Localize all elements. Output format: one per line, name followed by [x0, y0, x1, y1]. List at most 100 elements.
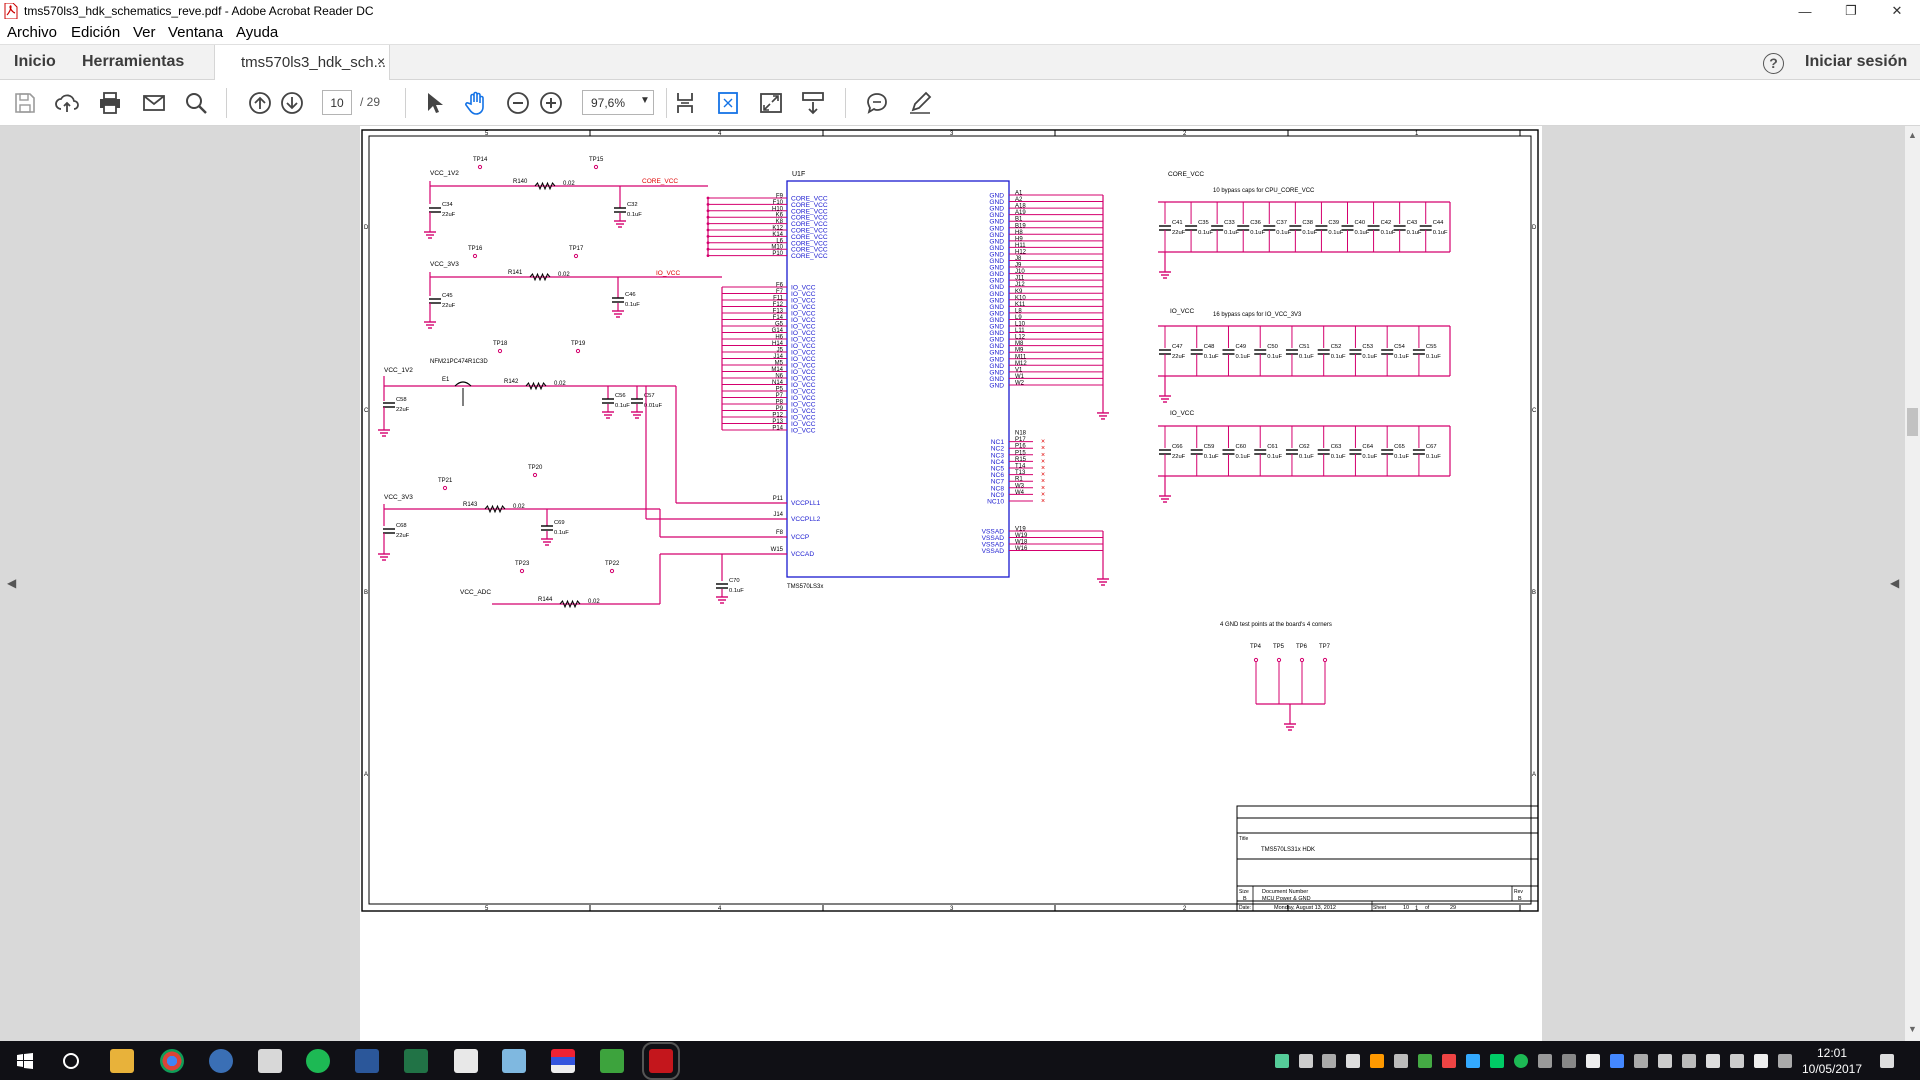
no-connect-mark: ×: [1041, 445, 1045, 452]
print-icon[interactable]: [97, 90, 123, 116]
help-icon[interactable]: ?: [1763, 53, 1784, 74]
windows-start-icon[interactable]: [17, 1053, 33, 1069]
volume-icon[interactable]: [1754, 1054, 1768, 1068]
tray-icon[interactable]: [1299, 1054, 1313, 1068]
pin-name: GND: [989, 350, 1004, 357]
tray-icon[interactable]: [1466, 1054, 1480, 1068]
email-icon[interactable]: [141, 90, 167, 116]
pin-name: CORE_VCC: [791, 240, 828, 247]
pin-number: P12: [772, 413, 783, 419]
pin-number: P10: [772, 251, 783, 257]
cap-ref: C39: [1328, 220, 1339, 226]
net-label: CORE_VCC: [642, 178, 678, 185]
notification-icon[interactable]: [1880, 1054, 1894, 1068]
cortana-search-icon[interactable]: [62, 1052, 80, 1070]
app-icon-green[interactable]: [600, 1049, 624, 1073]
sign-in-button[interactable]: Iniciar sesión: [1805, 53, 1908, 70]
save-icon[interactable]: [12, 90, 38, 116]
page-number-input[interactable]: [322, 90, 352, 115]
zoom-level-dropdown[interactable]: 97,6% ▼: [582, 90, 654, 115]
tray-icon[interactable]: [1418, 1054, 1432, 1068]
cap-ref: C62: [1299, 444, 1310, 450]
menu-ver[interactable]: Ver: [133, 24, 156, 41]
next-page-icon[interactable]: [279, 90, 305, 116]
cap-ref: C70: [729, 578, 740, 584]
tray-icon[interactable]: [1275, 1054, 1289, 1068]
excel-icon[interactable]: [404, 1049, 428, 1073]
tray-icon[interactable]: [1658, 1054, 1672, 1068]
display-icon[interactable]: [1706, 1054, 1720, 1068]
tray-icon[interactable]: [1514, 1054, 1528, 1068]
tray-icon[interactable]: [1394, 1054, 1408, 1068]
acrobat-taskbar-icon[interactable]: [642, 1042, 680, 1080]
tray-icon[interactable]: [1634, 1054, 1648, 1068]
tray-icon[interactable]: [1370, 1054, 1384, 1068]
resistor-ref: R141: [508, 270, 523, 276]
fit-width-icon[interactable]: [672, 90, 698, 116]
chrome-icon[interactable]: [160, 1049, 184, 1073]
full-screen-icon[interactable]: [758, 90, 784, 116]
cap-ref: C64: [1362, 444, 1373, 450]
select-cursor-icon[interactable]: [420, 90, 446, 116]
app-icon-flag[interactable]: [551, 1049, 575, 1073]
app-icon-calculator[interactable]: [454, 1049, 478, 1073]
left-panel-toggle[interactable]: ◀: [7, 576, 17, 590]
bluetooth-icon[interactable]: [1610, 1054, 1624, 1068]
pin-number: V1: [1015, 367, 1023, 373]
close-tab-button[interactable]: ×: [377, 53, 386, 69]
tab-document[interactable]: tms570ls3_hdk_sch... ×: [214, 45, 390, 81]
scroll-down-arrow[interactable]: ▼: [1908, 1024, 1917, 1034]
tray-icon[interactable]: [1586, 1054, 1600, 1068]
cap-ref: C52: [1331, 344, 1342, 350]
scrollbar-thumb[interactable]: [1907, 408, 1918, 436]
hand-tool-icon[interactable]: [463, 90, 489, 116]
fit-page-icon[interactable]: [715, 90, 741, 116]
scroll-up-arrow[interactable]: ▲: [1908, 130, 1917, 140]
zoom-in-icon[interactable]: [538, 90, 564, 116]
tray-icon[interactable]: [1562, 1054, 1576, 1068]
menu-ventana[interactable]: Ventana: [168, 24, 224, 41]
tab-document-label: tms570ls3_hdk_sch...: [241, 54, 387, 71]
app-icon-globe[interactable]: [209, 1049, 233, 1073]
tray-icon[interactable]: [1538, 1054, 1552, 1068]
word-icon[interactable]: [355, 1049, 379, 1073]
pin-number: L8: [1015, 308, 1022, 314]
zoom-out-icon[interactable]: [505, 90, 531, 116]
comment-icon[interactable]: [864, 90, 890, 116]
app-icon-box[interactable]: [258, 1049, 282, 1073]
previous-page-icon[interactable]: [247, 90, 273, 116]
menu-ayuda[interactable]: Ayuda: [236, 24, 279, 41]
tray-icon[interactable]: [1442, 1054, 1456, 1068]
search-icon[interactable]: [183, 90, 209, 116]
spotify-icon[interactable]: [306, 1049, 330, 1073]
right-panel-toggle[interactable]: ◀: [1890, 576, 1900, 590]
cap-value: 0.1uF: [729, 588, 744, 594]
language-icon[interactable]: [1778, 1054, 1792, 1068]
toolbar: / 29 97,6% ▼: [0, 80, 1920, 126]
cap-ref: C38: [1302, 220, 1313, 226]
taskbar-clock[interactable]: 12:01 10/05/2017: [1800, 1045, 1864, 1077]
menu-edicion[interactable]: Edición: [71, 24, 121, 41]
cloud-upload-icon[interactable]: [54, 90, 80, 116]
resistor-ref: R142: [504, 379, 519, 385]
network-icon[interactable]: [1730, 1054, 1744, 1068]
restore-button[interactable]: ❐: [1845, 3, 1857, 18]
close-window-button[interactable]: ✕: [1891, 3, 1903, 18]
vertical-scrollbar[interactable]: ▲ ▼: [1905, 126, 1920, 1041]
scroll-mode-icon[interactable]: [800, 90, 826, 116]
tray-icon[interactable]: [1322, 1054, 1336, 1068]
onedrive-icon[interactable]: [1682, 1054, 1696, 1068]
cap-ref: C36: [1250, 220, 1261, 226]
tray-icon[interactable]: [1490, 1054, 1504, 1068]
no-connect-mark: ×: [1041, 439, 1045, 446]
app-icon-notes[interactable]: [502, 1049, 526, 1073]
minimize-button[interactable]: —: [1798, 3, 1812, 19]
tray-icon[interactable]: [1346, 1054, 1360, 1068]
highlight-pen-icon[interactable]: [907, 90, 933, 116]
file-explorer-icon[interactable]: [110, 1049, 134, 1073]
menu-archivo[interactable]: Archivo: [7, 24, 58, 41]
tab-tools[interactable]: Herramientas: [82, 53, 185, 70]
tab-home[interactable]: Inicio: [14, 53, 56, 70]
pin-name: NC8: [991, 485, 1005, 492]
